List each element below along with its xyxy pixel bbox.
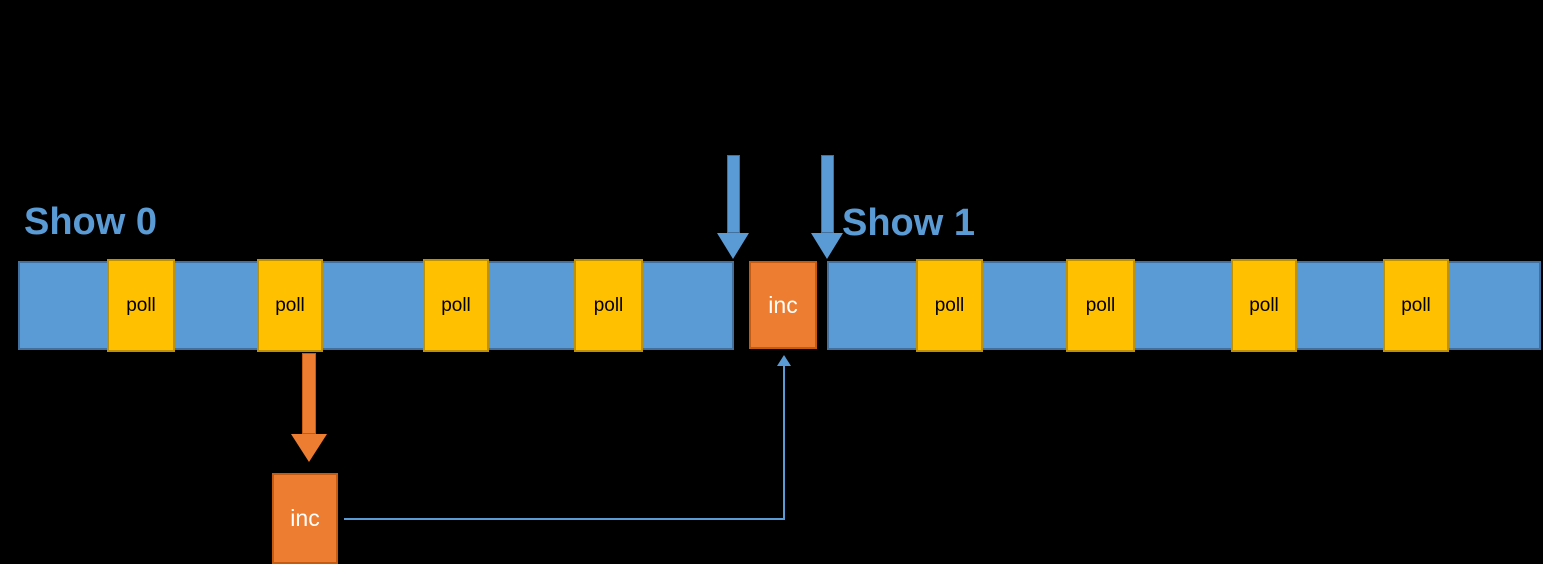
inc-event-block: inc — [749, 261, 817, 349]
down-arrow-icon — [291, 434, 327, 462]
show-split-arrow-left — [717, 155, 749, 259]
down-arrow-icon — [811, 233, 843, 259]
poll-block: poll — [916, 259, 983, 352]
poll-block: poll — [423, 259, 489, 352]
connector-horizontal-line — [344, 518, 785, 520]
connector-vertical-line — [783, 364, 785, 520]
poll-block: poll — [257, 259, 323, 352]
poll-block: poll — [1231, 259, 1297, 352]
show-split-arrow-right — [811, 155, 843, 259]
poll-detail-arrow — [291, 353, 327, 462]
arrow-shaft — [302, 353, 316, 434]
poll-block: poll — [1066, 259, 1135, 352]
inc-detail-label: inc — [290, 505, 320, 531]
arrow-shaft — [726, 155, 740, 233]
show1-label: Show 1 — [842, 202, 976, 244]
down-arrow-icon — [717, 233, 749, 259]
poll-block: poll — [107, 259, 175, 352]
inc-event-label: inc — [768, 291, 798, 318]
arrow-shaft — [820, 155, 834, 233]
show0-label: Show 0 — [24, 201, 158, 243]
poll-block: poll — [574, 259, 643, 352]
up-arrowhead-icon — [777, 355, 791, 366]
inc-detail-block: inc — [272, 473, 338, 564]
poll-block: poll — [1383, 259, 1449, 352]
